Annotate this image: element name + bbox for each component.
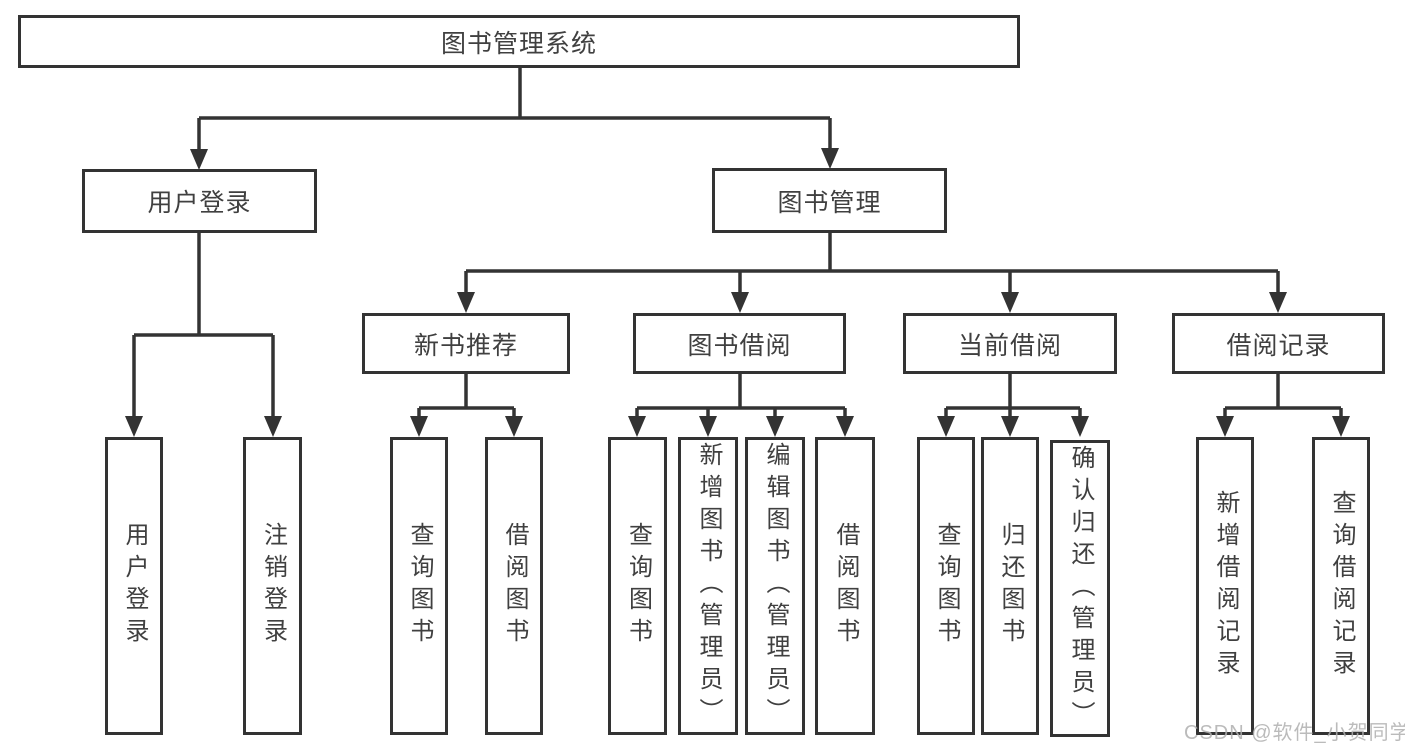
node-label: 查询图书: [624, 522, 652, 650]
node-label: 新增图书（管理员）: [695, 442, 722, 730]
node-label: 确认归还（管理员）: [1067, 444, 1094, 733]
node-label: 查询图书: [933, 522, 960, 650]
node-label: 用户登录: [147, 189, 252, 217]
node-label: 借阅记录: [1226, 331, 1331, 360]
node-label: 归还图书: [997, 522, 1024, 650]
connector-path: [132, 68, 1343, 421]
leaf-br-add-record: 新增借阅记录: [1196, 437, 1254, 735]
node-label: 图书管理系统: [440, 29, 597, 58]
node-book-borrow: 图书借阅: [633, 313, 846, 374]
leaf-bb-borrow-book: 借阅图书: [815, 437, 875, 735]
leaf-cb-confirm-return: 确认归还（管理员）: [1050, 440, 1110, 737]
node-label: 查询借阅记录: [1328, 490, 1355, 682]
leaf-logout: 注销登录: [243, 437, 302, 735]
leaf-bb-edit-book: 编辑图书（管理员）: [745, 437, 805, 735]
leaf-cb-return-book: 归还图书: [981, 437, 1039, 735]
node-label: 新书推荐: [413, 331, 518, 360]
node-current-borrow: 当前借阅: [903, 313, 1117, 374]
node-label: 借阅图书: [501, 522, 528, 650]
node-new-book-rec: 新书推荐: [362, 313, 570, 374]
node-label: 编辑图书（管理员）: [762, 442, 789, 730]
node-label: 当前借阅: [957, 331, 1062, 360]
node-book-mgmt: 图书管理: [712, 168, 947, 233]
leaf-user-login: 用户登录: [105, 437, 163, 735]
leaf-bb-query-book: 查询图书: [608, 437, 667, 735]
node-label: 新增借阅记录: [1212, 490, 1239, 682]
arrowhead-shapes: [125, 148, 1350, 437]
leaf-rec-query-book: 查询图书: [390, 437, 448, 735]
node-label: 用户登录: [121, 522, 148, 650]
node-root: 图书管理系统: [18, 15, 1020, 68]
node-label: 借阅图书: [832, 522, 859, 650]
leaf-br-query-record: 查询借阅记录: [1312, 437, 1370, 735]
node-label: 图书借阅: [687, 331, 792, 360]
node-label: 图书管理: [777, 188, 882, 217]
node-borrow-record: 借阅记录: [1172, 313, 1385, 374]
leaf-bb-add-book: 新增图书（管理员）: [678, 437, 738, 735]
leaf-rec-borrow-book: 借阅图书: [485, 437, 543, 735]
node-label: 查询图书: [406, 522, 433, 650]
csdn-watermark: CSDN @软件_小贺同学: [1184, 722, 1405, 744]
leaf-cb-query-book: 查询图书: [917, 437, 975, 735]
node-user-login: 用户登录: [82, 169, 317, 233]
node-label: 注销登录: [259, 522, 287, 650]
